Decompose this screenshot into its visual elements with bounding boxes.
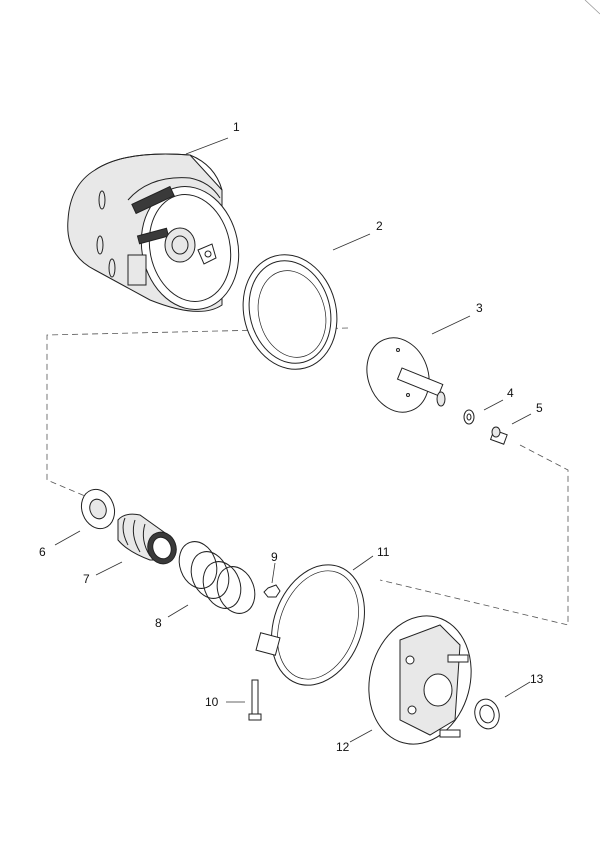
callout-6: 6: [39, 545, 46, 559]
part-3-diaphragm-shaft: [366, 337, 446, 413]
part-5-plug-pin: [489, 426, 508, 445]
part-1-drum-housing: [67, 153, 240, 312]
callout-11: 11: [377, 545, 390, 559]
leader-9: [271, 562, 276, 584]
callout-labels: 1 2 3 4 5 6 7 8 9 10 11 12 13: [39, 120, 544, 754]
part-13-seal-washer: [474, 698, 500, 730]
leader-7: [95, 561, 123, 576]
part-10-bolt: [248, 679, 262, 721]
callout-2: 2: [376, 219, 383, 233]
leader-6: [54, 530, 81, 546]
leader-1: [185, 137, 229, 155]
leader-13: [504, 681, 531, 698]
leader-3: [431, 315, 471, 335]
part-12-chamber-housing: [368, 615, 472, 745]
corner-mark: [584, 0, 600, 15]
assembly-dashed-boundary: [46, 327, 349, 497]
part-8-spring: [178, 541, 256, 614]
leader-4: [483, 399, 504, 411]
callout-10: 10: [205, 695, 219, 709]
leader-5: [511, 413, 532, 425]
part-11-clamp-band: [255, 564, 365, 686]
callout-4: 4: [507, 386, 514, 400]
part-6-flange-cap: [80, 488, 116, 530]
callout-3: 3: [476, 301, 483, 315]
callout-13: 13: [530, 672, 544, 686]
callout-7: 7: [83, 572, 90, 586]
leader-8: [167, 604, 189, 618]
part-9-nut: [263, 584, 281, 598]
assembly-dashed-boundary-right: [379, 444, 569, 626]
leader-lines: [54, 137, 532, 743]
leader-11: [352, 555, 374, 571]
part-2-seal-ring: [242, 254, 338, 370]
callout-9: 9: [271, 550, 278, 564]
callout-8: 8: [155, 616, 162, 630]
callout-12: 12: [336, 740, 350, 754]
leader-2: [332, 233, 371, 251]
part-7-bellows-boot: [117, 513, 177, 565]
callout-1: 1: [233, 120, 240, 134]
callout-5: 5: [536, 401, 543, 415]
leader-12: [349, 729, 373, 743]
part-4-washer: [463, 409, 475, 425]
